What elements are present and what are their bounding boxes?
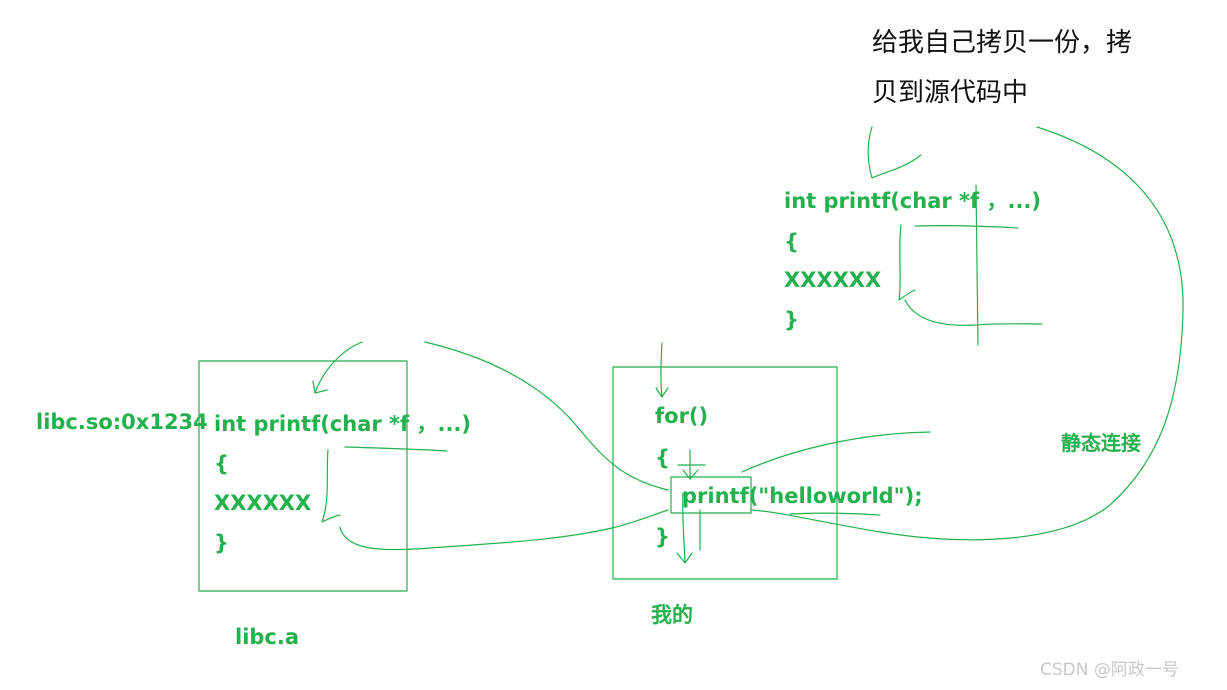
program-loop: for() [655,404,709,428]
program-down-arrow [676,492,701,564]
copy-horizontal-line [914,225,1019,229]
copied-open-brace: { [784,230,799,254]
library-open-brace: { [214,452,229,476]
program-caption: 我的 [651,603,693,627]
copy-bracket-stroke [898,224,916,301]
annotation-line-1: 给我自己拷贝一份，拷 [872,28,1133,58]
static-link-arc [751,126,1184,541]
watermark: CSDN @阿政一号 [1040,660,1179,680]
program-call: printf("helloworld"); [682,484,923,508]
library-caption: libc.a [235,625,300,649]
library-arrow-stroke [312,341,363,394]
library-top-to-call-curve [424,341,669,491]
static-link-label: 静态连接 [1061,431,1141,455]
program-close-brace: } [655,525,670,549]
program-call-underline [789,512,881,516]
copied-signature: int printf(char *f ，...) [784,189,1042,213]
library-close-brace: } [214,531,229,555]
copied-body: XXXXXX [784,268,882,292]
library-box-outline [198,360,408,592]
library-address-label: libc.so:0x1234 [36,410,208,434]
library-to-program-curve [339,509,669,551]
library-bracket-stroke [321,449,341,523]
program-arrow-stroke [655,342,669,398]
program-inner-arrow [677,449,706,480]
program-right-stroke [741,431,931,473]
copy-vertical-line [975,184,979,346]
library-signature: int printf(char *f ，...) [214,412,472,436]
library-body: XXXXXX [214,491,312,515]
program-box-outline [612,366,838,580]
copy-arrow-stroke [867,126,922,179]
call-highlight-box [670,476,752,514]
annotation-line-2: 贝到源代码中 [872,78,1029,108]
library-horizontal-line [344,446,448,452]
copy-lower-curve [904,299,1043,326]
program-open-brace: { [655,446,670,470]
copied-close-brace: } [784,308,799,332]
